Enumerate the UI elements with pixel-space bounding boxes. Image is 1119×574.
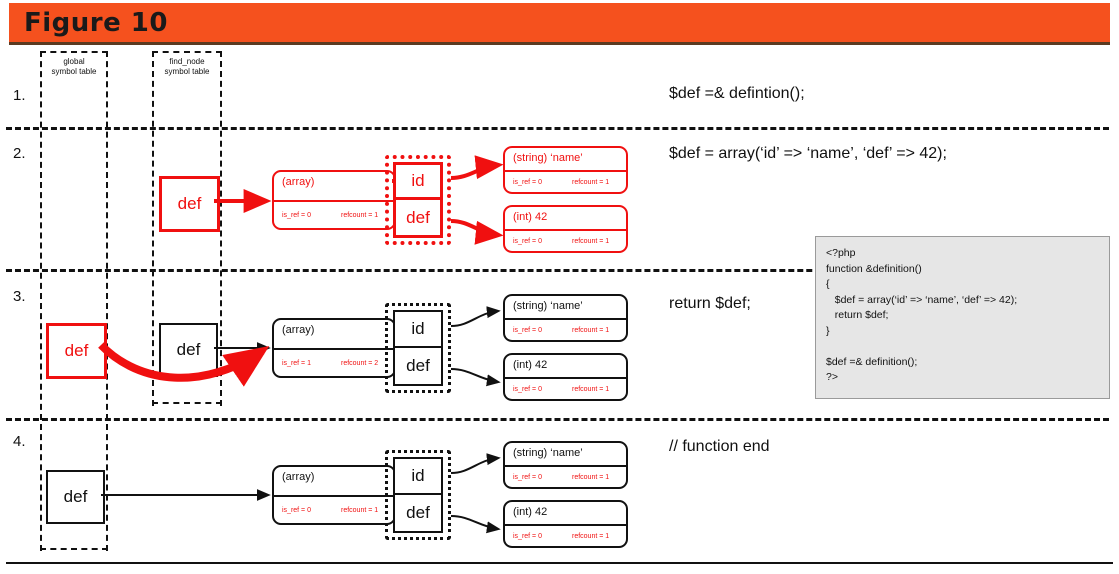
row-4-int-refcount: refcount = 1 xyxy=(572,533,610,540)
row-4-hash-key-id: id xyxy=(395,459,441,495)
row-4-array-is-ref: is_ref = 0 xyxy=(282,507,311,514)
row-4-string-type: (string) ‘name’ xyxy=(513,447,583,459)
row-2-string-refcount: refcount = 1 xyxy=(572,179,610,186)
row-separator-3 xyxy=(6,418,1109,421)
row-2-hashtable: id def xyxy=(393,162,443,238)
row-1-statement: $def =& defintion(); xyxy=(669,85,805,102)
row-number-1: 1. xyxy=(13,87,26,104)
row-4-array-type: (array) xyxy=(282,471,315,483)
page-title: Figure 10 xyxy=(24,8,168,38)
row-3-int-is-ref: is_ref = 0 xyxy=(513,386,542,393)
row-4-global-var-def: def xyxy=(46,470,105,524)
row-3-array-divider xyxy=(274,348,394,350)
row-separator-2 xyxy=(6,269,1109,272)
row-2-hash-key-def: def xyxy=(406,207,430,227)
row-2-hashtable-outline xyxy=(385,155,451,245)
row-3-string-is-ref: is_ref = 0 xyxy=(513,327,542,334)
global-symbol-table-bottom xyxy=(40,548,108,550)
row-2-int-is-ref: is_ref = 0 xyxy=(513,238,542,245)
row-2-string-zval: (string) ‘name’ is_ref = 0 refcount = 1 xyxy=(503,146,628,194)
row-3-hash-key-id: id xyxy=(395,312,441,348)
row-3-array-type: (array) xyxy=(282,324,315,336)
row-2-string-is-ref: is_ref = 0 xyxy=(513,179,542,186)
row-4-int-is-ref: is_ref = 0 xyxy=(513,533,542,540)
row-3-array-refcount: refcount = 2 xyxy=(341,360,379,367)
row-3-global-var-def: def xyxy=(46,323,107,379)
row-3-string-zval: (string) ‘name’ is_ref = 0 refcount = 1 xyxy=(503,294,628,342)
row-4-string-divider xyxy=(505,465,626,467)
row-4-int-divider xyxy=(505,524,626,526)
row-4-array-zval: (array) is_ref = 0 refcount = 1 xyxy=(272,465,396,525)
find-node-symbol-table-top xyxy=(152,51,222,53)
row-2-local-var-def: def xyxy=(159,176,220,232)
row-4-array-divider xyxy=(274,495,394,497)
row-2-array-zval: (array) is_ref = 0 refcount = 1 xyxy=(272,170,396,230)
find-node-symbol-table-label-line2: symbol table xyxy=(164,67,210,76)
header-underline xyxy=(9,42,1110,45)
row-3-array-is-ref: is_ref = 1 xyxy=(282,360,311,367)
row-4-hash-key-def: def xyxy=(406,503,430,522)
row-separator-1 xyxy=(6,127,1109,130)
row-3-int-divider xyxy=(505,377,626,379)
row-2-statement: $def = array(‘id’ => ‘name’, ‘def’ => 42… xyxy=(669,145,947,162)
find-node-symbol-table-label-line1: find_node xyxy=(169,57,205,66)
global-symbol-table-label-line1: global xyxy=(63,57,85,66)
row-number-2: 2. xyxy=(13,145,26,162)
row-2-hash-key-id: id xyxy=(396,165,440,200)
row-number-3: 3. xyxy=(13,288,26,305)
row-3-string-divider xyxy=(505,318,626,320)
global-symbol-table-label: global symbol table xyxy=(40,57,108,77)
figure-bottom-rule xyxy=(6,562,1113,564)
row-3-string-refcount: refcount = 1 xyxy=(572,327,610,334)
row-2-array-is-ref: is_ref = 0 xyxy=(282,212,311,219)
find-node-symbol-table-bottom xyxy=(152,402,222,404)
find-node-symbol-table-right-wall xyxy=(220,51,222,406)
row-2-int-zval: (int) 42 is_ref = 0 refcount = 1 xyxy=(503,205,628,253)
row-3-local-var-def: def xyxy=(159,323,218,377)
row-4-array-refcount: refcount = 1 xyxy=(341,507,379,514)
figure-header-bar xyxy=(9,3,1110,42)
row-3-array-zval: (array) is_ref = 1 refcount = 2 xyxy=(272,318,396,378)
row-2-array-refcount: refcount = 1 xyxy=(341,212,379,219)
global-symbol-table-right-wall xyxy=(106,51,108,551)
row-4-string-zval: (string) ‘name’ is_ref = 0 refcount = 1 xyxy=(503,441,628,489)
find-node-symbol-table-label: find_node symbol table xyxy=(152,57,222,77)
row-2-array-type: (array) xyxy=(282,176,315,188)
row-4-int-type: (int) 42 xyxy=(513,506,548,518)
row-4-hashtable-outline xyxy=(385,450,451,540)
row-3-int-zval: (int) 42 is_ref = 0 refcount = 1 xyxy=(503,353,628,401)
row-3-int-type: (int) 42 xyxy=(513,359,548,371)
row-4-string-refcount: refcount = 1 xyxy=(572,474,610,481)
row-3-hash-key-def: def xyxy=(406,356,430,375)
figure-canvas: global symbol table find_node symbol tab… xyxy=(0,45,1119,574)
row-2-string-divider xyxy=(505,170,626,172)
row-2-int-divider xyxy=(505,229,626,231)
php-code-panel: <?php function &definition() { $def = ar… xyxy=(815,236,1110,399)
row-4-hashtable: id def xyxy=(393,457,443,533)
row-3-int-refcount: refcount = 1 xyxy=(572,386,610,393)
global-symbol-table-left-wall xyxy=(40,51,42,551)
row-3-hashtable-outline xyxy=(385,303,451,393)
row-4-statement: // function end xyxy=(669,438,770,455)
row-2-int-refcount: refcount = 1 xyxy=(572,238,610,245)
find-node-symbol-table-left-wall xyxy=(152,51,154,406)
row-2-string-type: (string) ‘name’ xyxy=(513,152,583,164)
row-3-hashtable: id def xyxy=(393,310,443,386)
row-number-4: 4. xyxy=(13,433,26,450)
row-2-int-type: (int) 42 xyxy=(513,211,548,223)
row-3-statement: return $def; xyxy=(669,295,751,312)
row-3-string-type: (string) ‘name’ xyxy=(513,300,583,312)
row-4-int-zval: (int) 42 is_ref = 0 refcount = 1 xyxy=(503,500,628,548)
global-symbol-table-label-line2: symbol table xyxy=(51,67,97,76)
row-2-array-divider xyxy=(274,200,394,202)
global-symbol-table-top xyxy=(40,51,108,53)
row-4-string-is-ref: is_ref = 0 xyxy=(513,474,542,481)
php-code-text: <?php function &definition() { $def = ar… xyxy=(826,247,1018,383)
